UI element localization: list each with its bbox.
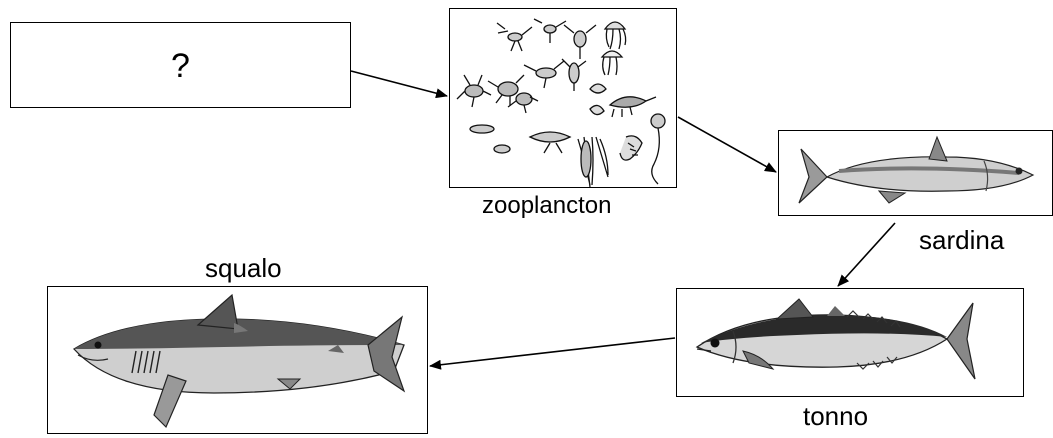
tuna-label: tonno <box>803 401 869 431</box>
sardine-label: sardina <box>919 225 1005 255</box>
shark-icon <box>72 293 406 429</box>
zooplankton-icon <box>456 18 666 188</box>
arrow-zooplankton-to-sardine <box>677 116 777 173</box>
shark-box: squalo <box>47 253 428 434</box>
arrow-unknown-to-zooplankton <box>350 70 448 99</box>
tuna-icon <box>695 298 976 380</box>
arrow-tuna-to-shark <box>429 337 676 370</box>
zooplankton-box: zooplancton <box>449 8 677 219</box>
arrow-sardine-to-tuna <box>837 222 896 287</box>
sardine-box: sardina <box>778 130 1053 255</box>
unknown-organism-box: ? <box>10 22 351 108</box>
tuna-box: tonno <box>676 288 1024 431</box>
shark-label: squalo <box>205 253 282 283</box>
unknown-question-mark: ? <box>171 47 190 85</box>
zooplankton-label: zooplancton <box>482 192 612 219</box>
sardine-icon <box>798 135 1035 204</box>
